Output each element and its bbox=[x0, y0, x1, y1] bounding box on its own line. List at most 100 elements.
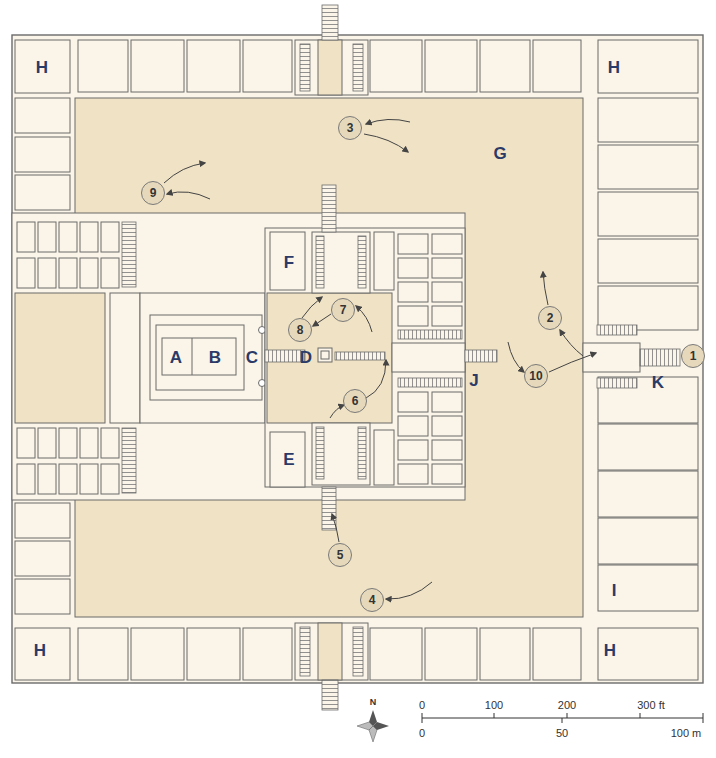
scale-label: 0 bbox=[419, 728, 425, 739]
wall-room bbox=[17, 428, 35, 458]
wall-room bbox=[598, 377, 698, 423]
south-gate bbox=[295, 623, 368, 680]
staircase bbox=[597, 378, 637, 388]
movement-arrow bbox=[543, 272, 548, 305]
wall-room bbox=[187, 40, 240, 92]
callout-number: 7 bbox=[340, 304, 347, 316]
wall-room bbox=[398, 282, 428, 302]
movement-arrow bbox=[508, 342, 524, 372]
staircase bbox=[398, 378, 462, 387]
wall-room bbox=[533, 40, 581, 92]
wall-room bbox=[80, 258, 98, 288]
staircase bbox=[597, 325, 637, 335]
letter-label: D bbox=[300, 349, 312, 366]
wall-room bbox=[432, 464, 462, 484]
staircase bbox=[398, 330, 462, 339]
wall-room bbox=[101, 258, 119, 288]
staircase bbox=[322, 487, 336, 530]
staircase bbox=[465, 350, 497, 362]
letter-label: H bbox=[608, 59, 620, 76]
callout-number: 9 bbox=[150, 187, 157, 199]
wall-room bbox=[370, 40, 422, 92]
movement-arrow bbox=[549, 353, 596, 372]
wall-room bbox=[15, 503, 70, 538]
temple-frame bbox=[156, 325, 244, 390]
wall-room bbox=[17, 258, 35, 288]
callout-circle: 9 bbox=[141, 181, 165, 205]
movement-arrow bbox=[332, 514, 339, 542]
movement-arrow bbox=[164, 163, 205, 183]
letter-label: J bbox=[469, 372, 478, 389]
wall-room bbox=[15, 579, 70, 614]
letter-label: A bbox=[170, 349, 182, 366]
wall-room bbox=[80, 222, 98, 252]
callout-circle: 5 bbox=[328, 543, 352, 567]
partition bbox=[192, 338, 193, 375]
wall-room bbox=[131, 40, 184, 92]
wall-room bbox=[398, 306, 428, 326]
wall-room bbox=[15, 137, 70, 172]
gate-passage bbox=[318, 40, 342, 95]
altar bbox=[321, 351, 329, 359]
callout-number: 5 bbox=[337, 549, 344, 561]
wall-room bbox=[15, 541, 70, 576]
temple-frame bbox=[150, 315, 262, 400]
wall-room bbox=[38, 464, 56, 494]
callout-number: 4 bbox=[369, 594, 376, 606]
callout-circle: 2 bbox=[538, 306, 562, 330]
wall-room bbox=[59, 258, 77, 288]
wall-room bbox=[78, 628, 128, 680]
wall-room bbox=[101, 428, 119, 458]
wall-room bbox=[370, 628, 422, 680]
staircase bbox=[335, 352, 385, 360]
wall-room bbox=[432, 282, 462, 302]
staircase bbox=[316, 427, 324, 479]
callout-number: 3 bbox=[347, 122, 354, 134]
gate-passage bbox=[318, 623, 342, 680]
corner-room bbox=[598, 40, 698, 93]
movement-arrow bbox=[330, 405, 344, 418]
wall-room bbox=[131, 628, 184, 680]
movement-arrow bbox=[364, 134, 408, 152]
letter-label: K bbox=[652, 374, 664, 391]
callout-circle: 7 bbox=[331, 298, 355, 322]
wall-room bbox=[101, 222, 119, 252]
temple bbox=[140, 293, 265, 423]
staircase bbox=[322, 185, 336, 232]
wall-room bbox=[38, 222, 56, 252]
wall-room bbox=[398, 234, 428, 254]
great-court bbox=[75, 98, 583, 617]
corner-room bbox=[15, 628, 70, 680]
wall-room bbox=[598, 286, 698, 330]
wall-room bbox=[533, 628, 581, 680]
movement-arrows bbox=[164, 119, 682, 599]
letter-label: B bbox=[209, 349, 221, 366]
wall-room bbox=[59, 222, 77, 252]
inner-building bbox=[12, 213, 465, 500]
letter-label: H bbox=[36, 59, 48, 76]
letter-label: E bbox=[283, 451, 294, 468]
movement-arrow bbox=[560, 330, 583, 356]
staircase bbox=[353, 627, 363, 676]
wall-room bbox=[398, 464, 428, 484]
compass-rose bbox=[357, 710, 389, 742]
letter-label: H bbox=[604, 642, 616, 659]
column bbox=[259, 380, 266, 387]
wall-room bbox=[101, 464, 119, 494]
callout-circle: 3 bbox=[338, 116, 362, 140]
callout-number: 2 bbox=[547, 312, 554, 324]
wall-room bbox=[17, 222, 35, 252]
wall-room bbox=[38, 428, 56, 458]
wall-room bbox=[38, 258, 56, 288]
corner-room bbox=[598, 628, 698, 680]
wall-room bbox=[80, 464, 98, 494]
movement-arrow bbox=[366, 360, 386, 398]
callout-circle: 4 bbox=[360, 588, 384, 612]
wall-room bbox=[480, 40, 530, 92]
staircase bbox=[316, 236, 324, 288]
movement-arrow bbox=[386, 582, 432, 599]
staircase bbox=[300, 44, 310, 91]
wall-room bbox=[17, 464, 35, 494]
wall-room bbox=[432, 440, 462, 460]
